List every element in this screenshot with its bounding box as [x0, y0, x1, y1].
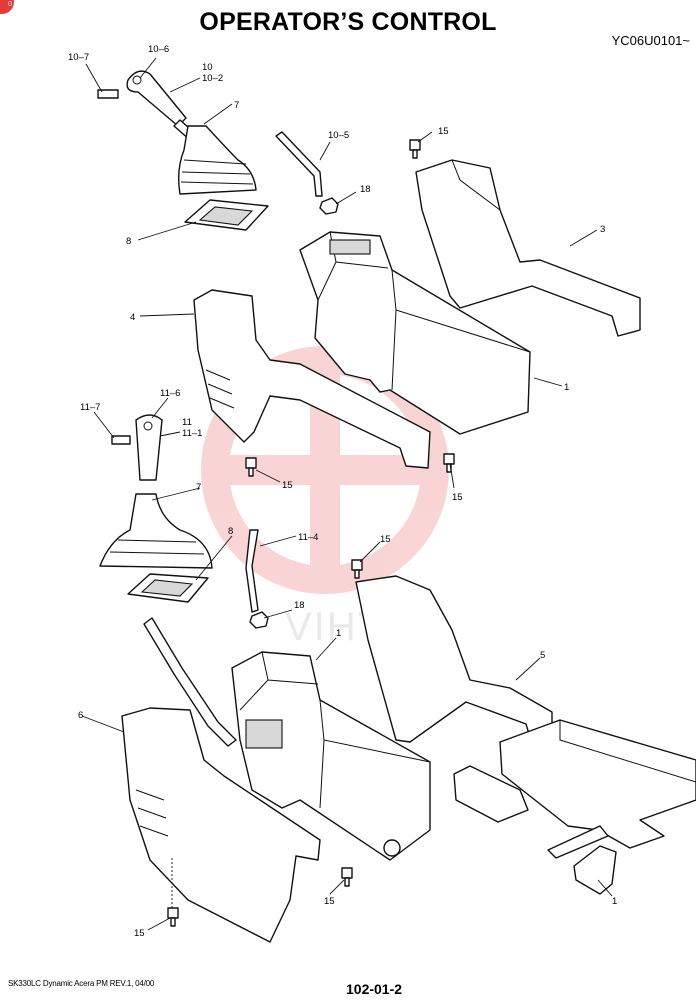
bolt-15-lower-mid	[351, 559, 363, 579]
part-long-lever	[143, 617, 237, 747]
part-rod-top	[275, 131, 323, 197]
callout-11-6: 11–6	[160, 388, 180, 399]
part-side-cover-right	[415, 159, 641, 337]
callout-8-bottom: 8	[228, 526, 233, 537]
part-side-cover-left	[193, 289, 431, 469]
callouts: 10–7 10–6 10 10–2 7 10–5 15 18 3 8 4 1 1…	[68, 44, 617, 939]
part-nut-top	[319, 197, 339, 215]
callout-10-2: 10–2	[202, 73, 223, 84]
page-title: OPERATOR’S CONTROL	[199, 8, 497, 36]
callout-11-1: 11–1	[182, 428, 202, 439]
callout-6: 6	[78, 710, 83, 721]
part-rod-middle	[245, 529, 259, 613]
bolt-15-top	[409, 139, 421, 159]
callout-5: 5	[540, 650, 545, 661]
part-nut-bottom	[249, 611, 269, 629]
callout-18-a: 18	[360, 184, 371, 195]
callout-15-a: 15	[438, 126, 449, 137]
part-side-cover-left-lower	[121, 707, 321, 943]
part-side-cover-right-lower	[355, 575, 553, 745]
callout-15-c: 15	[452, 492, 463, 503]
callout-8-top: 8	[126, 236, 131, 247]
part-console-bottom	[231, 651, 431, 861]
bolt-15-left-mid	[245, 457, 257, 477]
bolt-15-bottom	[167, 907, 179, 927]
footer-manual-ref: SK330LC Dynamic Acera PM REV.1, 04/00	[8, 979, 155, 988]
callout-7-top: 7	[234, 100, 239, 111]
callout-11: 11	[182, 417, 192, 428]
footer-page-number: 102-01-2	[346, 981, 403, 997]
callout-4: 4	[130, 312, 135, 323]
callout-1-c: 1	[612, 896, 617, 907]
part-rubber-boot-bottom	[99, 493, 213, 569]
callout-1-a: 1	[564, 382, 569, 393]
callout-11-7: 11–7	[80, 402, 100, 413]
callout-11-4: 11–4	[298, 532, 318, 543]
callout-3: 3	[600, 224, 605, 235]
part-base-frame	[453, 719, 696, 895]
callout-10-5: 10–5	[328, 130, 349, 141]
leader-lines	[81, 57, 613, 931]
serial-code: YC06U0101~	[611, 33, 690, 48]
callout-1-b: 1	[336, 628, 341, 639]
callout-15-d: 15	[380, 534, 391, 545]
callout-15-b: 15	[282, 480, 293, 491]
callout-18-b: 18	[294, 600, 305, 611]
part-lever-handle-top	[97, 70, 197, 141]
part-rubber-boot-top	[177, 125, 257, 195]
callout-10: 10	[202, 62, 213, 73]
part-console-top	[299, 231, 531, 435]
callout-10-6: 10–6	[148, 44, 169, 55]
callout-15-e: 15	[324, 896, 335, 907]
part-lever-handle-middle	[111, 414, 163, 481]
part-plate-top	[184, 199, 269, 231]
callout-7-bottom: 7	[196, 482, 201, 493]
callout-10-7: 10–7	[68, 52, 89, 63]
callout-15-f: 15	[134, 928, 145, 939]
bolt-15-lower	[341, 867, 353, 887]
part-plate-bottom	[127, 573, 209, 603]
